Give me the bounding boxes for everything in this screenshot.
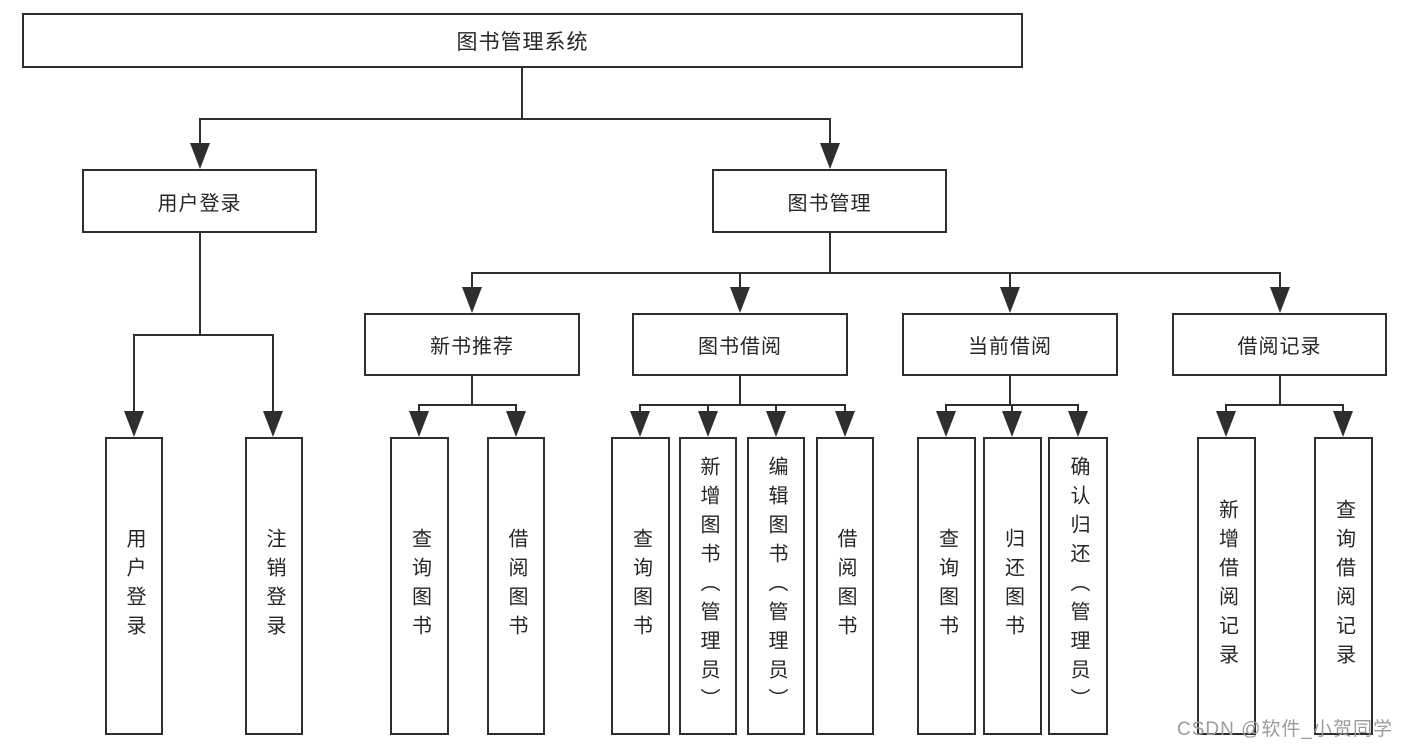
leaf-recommend-borrow-books: 借阅图书 (487, 437, 545, 735)
arrow-down-icon (1270, 287, 1290, 313)
leaf-edit-book-admin: 编辑图书（管理员） (747, 437, 805, 735)
leaf-query-borrow-record: 查询借阅记录 (1314, 437, 1373, 735)
leaf-return-books: 归还图书 (983, 437, 1042, 735)
leaf-borrowing-borrow-books: 借阅图书 (816, 437, 874, 735)
leaf-confirm-return-admin: 确认归还（管理员） (1048, 437, 1108, 735)
node-library-management-system: 图书管理系统 (22, 13, 1023, 68)
connector-line (639, 404, 846, 406)
node-label: 新增借阅记录 (1215, 499, 1238, 673)
leaf-recommend-query-books: 查询图书 (390, 437, 449, 735)
arrow-down-icon (1068, 411, 1088, 437)
arrow-down-icon (1333, 411, 1353, 437)
node-label: 新增图书（管理员） (697, 455, 719, 717)
connector-line (418, 404, 517, 406)
arrow-down-icon (1002, 411, 1022, 437)
leaf-add-book-admin: 新增图书（管理员） (679, 437, 737, 735)
connector-line (829, 233, 831, 274)
connector-line (133, 334, 274, 336)
node-label: 图书借阅 (698, 336, 782, 358)
node-current-borrowing: 当前借阅 (902, 313, 1118, 376)
connector-line (844, 406, 846, 414)
arrow-down-icon (936, 411, 956, 437)
arrow-down-icon (409, 411, 429, 437)
connector-line (471, 376, 473, 405)
arrow-down-icon (820, 143, 840, 169)
node-label: 用户登录 (123, 528, 145, 644)
connector-line (829, 120, 831, 148)
node-label: 归还图书 (1001, 528, 1024, 644)
node-label: 用户登录 (157, 192, 242, 215)
node-label: 编辑图书（管理员） (765, 455, 787, 717)
connector-line (133, 336, 135, 414)
node-label: 当前借阅 (968, 336, 1052, 358)
connector-line (1279, 274, 1281, 290)
node-label: 图书管理 (787, 192, 872, 215)
connector-line (1009, 274, 1011, 290)
node-label: 借阅记录 (1237, 336, 1322, 358)
arrow-down-icon (730, 287, 750, 313)
connector-line (707, 406, 709, 414)
node-label: 查询图书 (935, 528, 958, 644)
leaf-user-login: 用户登录 (105, 437, 163, 735)
connector-line (272, 336, 274, 414)
arrow-down-icon (766, 411, 786, 437)
arrow-down-icon (698, 411, 718, 437)
leaf-current-query-books: 查询图书 (917, 437, 976, 735)
connector-line (1225, 406, 1227, 414)
arrow-down-icon (1216, 411, 1236, 437)
connector-line (1342, 406, 1344, 414)
connector-line (515, 406, 517, 414)
node-label: 确认归还（管理员） (1067, 455, 1089, 717)
connector-line (418, 406, 420, 414)
connector-line (775, 406, 777, 414)
connector-line (471, 274, 473, 290)
connector-line (1225, 404, 1344, 406)
node-book-management: 图书管理 (712, 169, 947, 233)
node-borrow-records: 借阅记录 (1172, 313, 1387, 376)
arrow-down-icon (506, 411, 526, 437)
node-label: 查询借阅记录 (1332, 499, 1355, 673)
leaf-add-borrow-record: 新增借阅记录 (1197, 437, 1256, 735)
arrow-down-icon (630, 411, 650, 437)
connector-line (521, 68, 523, 120)
connector-line (1011, 406, 1013, 414)
node-label: 查询图书 (629, 528, 652, 644)
connector-line (639, 406, 641, 414)
connector-line (945, 406, 947, 414)
arrow-down-icon (1000, 287, 1020, 313)
connector-line (1279, 376, 1281, 405)
node-label: 图书管理系统 (456, 30, 589, 54)
node-new-book-recommend: 新书推荐 (364, 313, 580, 376)
arrow-down-icon (462, 287, 482, 313)
node-user-login: 用户登录 (82, 169, 317, 233)
node-label: 借阅图书 (505, 528, 527, 644)
connector-line (739, 274, 741, 290)
connector-line (1009, 376, 1011, 405)
connector-line (471, 272, 1281, 274)
arrow-down-icon (263, 411, 283, 437)
connector-line (199, 118, 831, 120)
connector-line (739, 376, 741, 405)
node-book-borrowing: 图书借阅 (632, 313, 848, 376)
arrow-down-icon (124, 411, 144, 437)
connector-line (199, 120, 201, 148)
connector-line (1077, 406, 1079, 414)
leaf-logout: 注销登录 (245, 437, 303, 735)
arrow-down-icon (190, 143, 210, 169)
watermark-text: CSDN @软件_小贺同学 (1177, 719, 1393, 740)
node-label: 借阅图书 (834, 528, 856, 644)
node-label: 新书推荐 (430, 336, 514, 358)
connector-line (945, 404, 1079, 406)
connector-line (199, 233, 201, 336)
leaf-borrowing-query-books: 查询图书 (611, 437, 670, 735)
node-label: 查询图书 (408, 528, 431, 644)
node-label: 注销登录 (263, 528, 285, 644)
arrow-down-icon (835, 411, 855, 437)
